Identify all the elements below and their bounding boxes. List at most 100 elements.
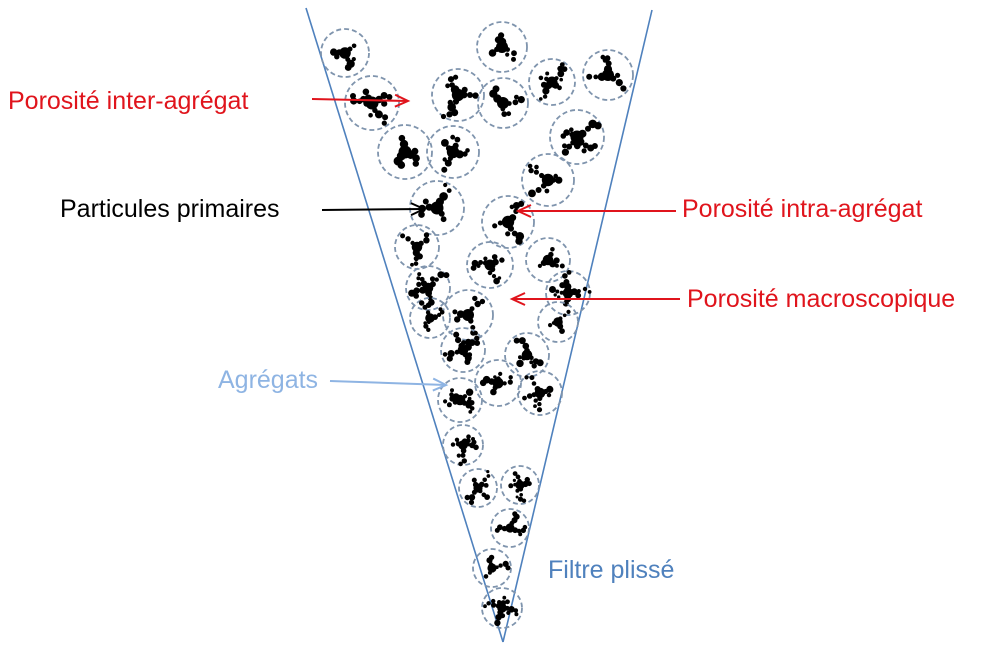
primary-particle: [508, 483, 513, 488]
primary-particle: [493, 278, 500, 285]
primary-particle: [554, 76, 558, 80]
primary-particle: [466, 434, 471, 439]
primary-particle: [519, 493, 523, 497]
primary-particle: [453, 332, 459, 338]
arrow-macroscopique: [512, 293, 680, 305]
primary-particle: [541, 183, 547, 189]
primary-particle: [456, 441, 461, 446]
primary-particle: [511, 50, 517, 56]
primary-particle: [514, 608, 519, 613]
primary-particle: [492, 259, 499, 266]
primary-particle: [400, 233, 405, 238]
primary-particle: [562, 149, 569, 156]
primary-particle: [495, 614, 501, 620]
primary-particle: [416, 282, 421, 287]
primary-particle: [499, 257, 504, 262]
primary-particle: [586, 74, 592, 80]
primary-particle: [454, 316, 460, 322]
primary-particle: [505, 47, 510, 52]
primary-particle: [569, 127, 574, 132]
primary-particle: [562, 273, 568, 279]
primary-particle: [470, 406, 475, 411]
primary-particle: [539, 76, 544, 81]
primary-particle: [513, 471, 518, 476]
primary-particle: [527, 393, 533, 399]
primary-particle: [350, 93, 356, 99]
primary-particle: [549, 286, 556, 293]
primary-particle: [516, 496, 519, 499]
label-porosite-intra-agregat: Porosité intra-agrégat: [682, 197, 922, 222]
primary-particle: [453, 143, 459, 149]
primary-particle: [458, 462, 463, 467]
primary-particle: [480, 299, 485, 304]
primary-particle: [489, 49, 497, 57]
primary-particle: [427, 320, 431, 324]
primary-particle: [487, 474, 491, 478]
primary-particle: [445, 160, 452, 167]
aggregate: [518, 371, 562, 415]
primary-particle: [480, 380, 487, 387]
primary-particle: [492, 223, 497, 228]
aggregate: [427, 126, 479, 178]
primary-particle: [465, 495, 470, 500]
primary-particle: [515, 237, 522, 244]
primary-particle: [548, 323, 552, 327]
primary-particle: [501, 111, 507, 117]
primary-particle: [411, 148, 418, 155]
primary-particle: [495, 528, 500, 533]
primary-particle: [529, 360, 533, 364]
primary-particle: [494, 620, 500, 626]
primary-particle: [515, 489, 519, 493]
primary-particle: [567, 270, 572, 275]
primary-particle: [430, 276, 435, 281]
primary-particle: [447, 402, 452, 407]
primary-particle: [560, 264, 565, 269]
arrow-particules-primaires: [322, 203, 424, 215]
primary-particle: [542, 87, 549, 94]
primary-particle: [537, 396, 542, 401]
primary-particle: [439, 192, 448, 201]
primary-particle: [533, 404, 537, 408]
primary-particle: [449, 392, 454, 397]
primary-particle: [375, 110, 383, 118]
primary-particle: [437, 271, 444, 278]
aggregate: [478, 78, 528, 128]
aggregate: [441, 328, 485, 372]
primary-particle: [483, 604, 487, 608]
primary-particle: [471, 437, 475, 441]
primary-particle: [575, 293, 581, 299]
primary-particle: [464, 359, 470, 365]
primary-particle: [408, 290, 415, 297]
primary-particle: [513, 483, 517, 487]
primary-particle: [582, 148, 587, 153]
primary-particle: [455, 137, 461, 143]
primary-particle: [518, 355, 522, 359]
primary-particle: [426, 204, 433, 211]
primary-particle: [426, 328, 430, 332]
primary-particle: [501, 107, 506, 112]
primary-particle: [419, 287, 426, 294]
primary-particle: [426, 310, 430, 314]
primary-particle: [555, 177, 562, 184]
arrow-intra-agregat: [518, 205, 676, 217]
primary-particle: [461, 448, 467, 454]
primary-particle: [518, 96, 525, 103]
primary-particle: [473, 331, 478, 336]
primary-particle: [441, 114, 446, 119]
primary-particle: [529, 356, 534, 361]
primary-particle: [330, 48, 337, 55]
primary-particle: [539, 97, 543, 101]
primary-particle: [470, 306, 475, 311]
primary-particle: [472, 490, 477, 495]
primary-particle: [435, 277, 439, 281]
primary-particle: [598, 73, 606, 81]
aggregates-layer: [321, 22, 633, 628]
primary-particle: [541, 82, 547, 88]
primary-particle: [463, 394, 467, 398]
primary-particle: [546, 386, 553, 393]
aggregate: [410, 181, 464, 235]
primary-particle: [506, 111, 511, 116]
primary-particle: [417, 272, 421, 276]
primary-particle: [505, 53, 509, 57]
primary-particle: [503, 381, 507, 385]
